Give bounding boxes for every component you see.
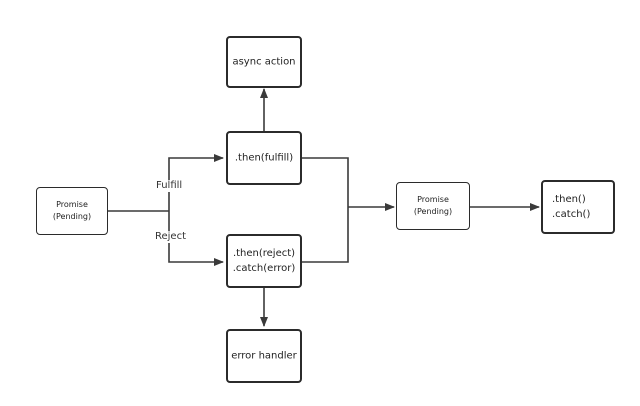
connector-fulfill-merge xyxy=(302,157,349,263)
promise-pending-node: Promise (Pending) xyxy=(36,187,108,235)
then-catch-node: .then() .catch() xyxy=(541,180,615,234)
then-fulfill-label: .then(fulfill) xyxy=(234,152,294,164)
then-fulfill-node: .then(fulfill) xyxy=(226,131,302,185)
promise-pending-label-2: Promise (Pending) xyxy=(413,195,453,216)
connector-reject-branch xyxy=(168,211,224,266)
then-reject-catch-label: .then(reject) .catch(error) xyxy=(232,248,296,274)
then-catch-label: .then() .catch() xyxy=(552,194,591,220)
error-handler-node: error handler xyxy=(226,329,302,383)
promise-pending-label: Promise (Pending) xyxy=(52,200,92,221)
error-handler-label: error handler xyxy=(231,350,297,362)
async-action-node: async action xyxy=(226,36,302,88)
reject-edge-label: Reject xyxy=(154,231,188,243)
async-action-label: async action xyxy=(232,56,296,68)
connector-fulfill-branch xyxy=(168,154,224,211)
then-reject-catch-node: .then(reject) .catch(error) xyxy=(226,234,302,288)
fulfill-edge-label: Fulfill xyxy=(155,180,184,192)
promise-pending-node-2: Promise (Pending) xyxy=(396,182,470,230)
